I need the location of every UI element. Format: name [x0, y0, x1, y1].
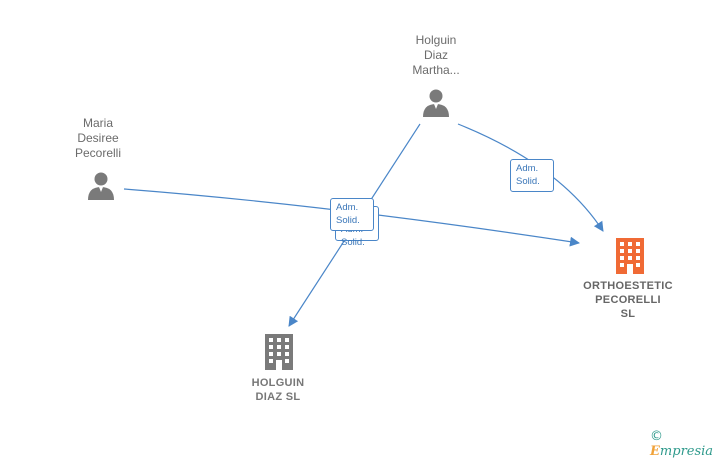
- copyright-symbol: ©: [650, 429, 663, 444]
- edge-label-adm-solid[interactable]: Adm. Solid.: [330, 198, 374, 231]
- brand-initial: E: [650, 444, 660, 459]
- building-icon[interactable]: [264, 334, 294, 370]
- company-label-holguin-diaz-sl[interactable]: HOLGUIN DIAZ SL: [251, 377, 305, 403]
- brand-name: mpresia: [659, 444, 714, 459]
- empresia-brand[interactable]: © Empresia: [650, 429, 728, 459]
- company-label-orthoestetic[interactable]: ORTHOESTETIC PECORELLI SL: [583, 280, 673, 320]
- edge-label-adm-solid[interactable]: Adm. Solid.: [510, 159, 554, 192]
- person-icon[interactable]: [421, 88, 451, 118]
- building-icon-highlight[interactable]: [615, 238, 645, 274]
- person-label-holguin-martha[interactable]: Holguin Diaz Martha...: [412, 33, 460, 77]
- person-label-maria-desiree[interactable]: Maria Desiree Pecorelli: [74, 116, 122, 160]
- person-icon[interactable]: [86, 171, 116, 201]
